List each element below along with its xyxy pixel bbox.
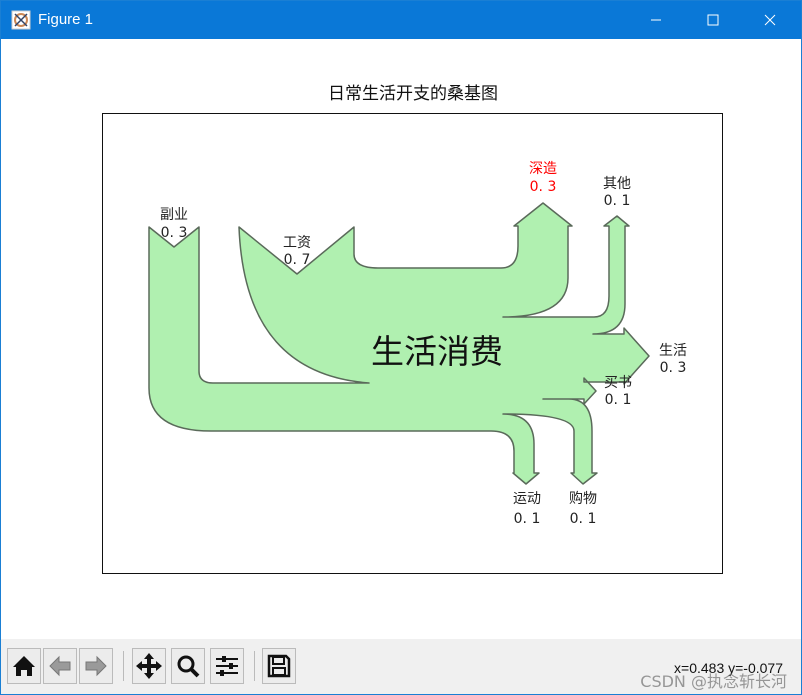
- title-bar[interactable]: Figure 1: [1, 1, 801, 39]
- flow-value-books: 0. 1: [605, 392, 632, 408]
- flow-label-study: 深造: [529, 161, 557, 177]
- navigation-toolbar: x=0.483 y=-0.077 CSDN @执念斩长河: [1, 639, 801, 694]
- zoom-icon: [177, 655, 200, 678]
- pan-icon: [136, 653, 162, 679]
- flow-label-other: 其他: [603, 176, 631, 192]
- configure-subplots-icon: [216, 656, 238, 676]
- close-button[interactable]: [747, 1, 793, 39]
- toolbar-separator: [254, 651, 255, 681]
- back-icon: [49, 655, 71, 677]
- flow-label-living: 生活: [659, 343, 687, 359]
- flow-value-shopping: 0. 1: [570, 511, 597, 527]
- zoom-button[interactable]: [171, 648, 205, 684]
- save-icon: [267, 654, 291, 678]
- pan-button[interactable]: [132, 648, 166, 684]
- toolbar-separator: [123, 651, 124, 681]
- flow-label-sports: 运动: [513, 491, 541, 507]
- figure-title: 日常生活开支的桑基图: [328, 84, 498, 104]
- flow-value-study: 0. 3: [530, 179, 557, 195]
- flow-label-side-job: 副业: [160, 207, 188, 223]
- figure-canvas[interactable]: 日常生活开支的桑基图 生活消费 副业 0. 3 工资 0. 7 深造 0. 3 …: [1, 39, 801, 639]
- matplotlib-app-icon: [11, 10, 31, 30]
- flow-value-side-job: 0. 3: [161, 225, 188, 241]
- forward-button[interactable]: [79, 648, 113, 684]
- maximize-icon: [707, 14, 719, 26]
- configure-subplots-button[interactable]: [210, 648, 244, 684]
- forward-icon: [85, 655, 107, 677]
- save-button[interactable]: [262, 648, 296, 684]
- sankey-flow-shape: [148, 202, 650, 485]
- close-icon: [764, 14, 776, 26]
- back-button[interactable]: [43, 648, 77, 684]
- flow-label-salary: 工资: [283, 235, 311, 251]
- home-icon: [13, 656, 35, 676]
- maximize-button[interactable]: [690, 1, 736, 39]
- flow-value-sports: 0. 1: [514, 511, 541, 527]
- watermark: CSDN @执念斩长河: [640, 672, 787, 691]
- minimize-icon: [651, 19, 661, 21]
- flow-label-books: 买书: [604, 375, 632, 391]
- sankey-center-label: 生活消费: [371, 332, 503, 371]
- flow-value-other: 0. 1: [604, 193, 631, 209]
- cursor-coordinates: x=0.483 y=-0.077: [674, 660, 783, 676]
- minimize-button[interactable]: [633, 1, 679, 39]
- flow-label-shopping: 购物: [569, 491, 597, 507]
- home-button[interactable]: [7, 648, 41, 684]
- flow-value-salary: 0. 7: [284, 252, 311, 268]
- window-title: Figure 1: [38, 11, 94, 28]
- flow-value-living: 0. 3: [660, 360, 687, 376]
